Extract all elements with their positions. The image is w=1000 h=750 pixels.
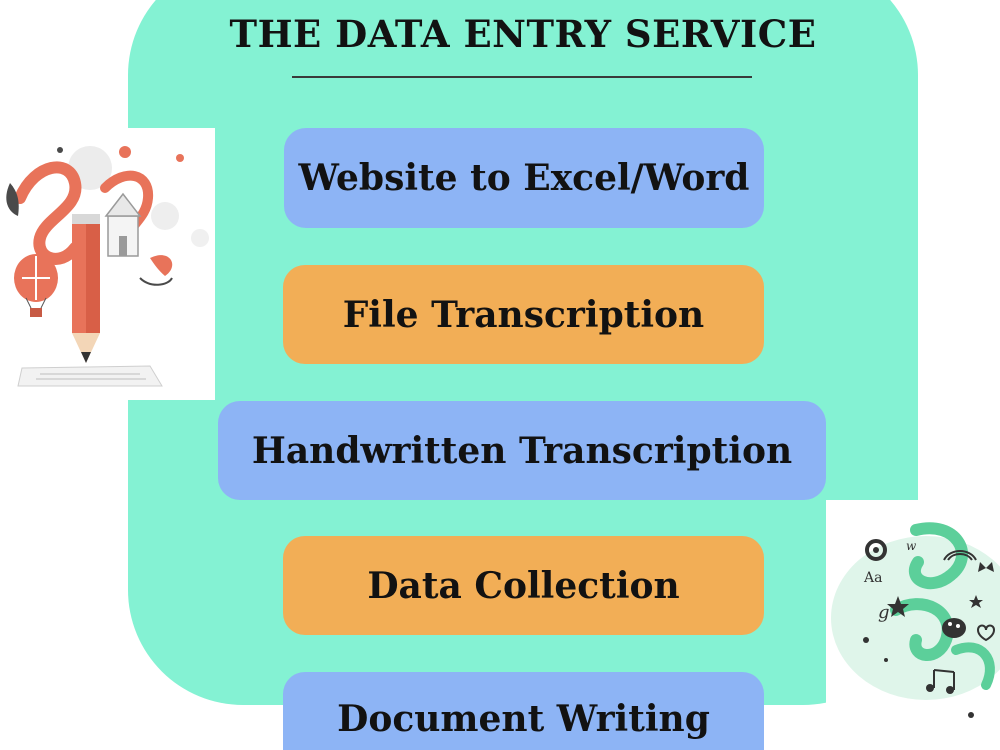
svg-text:w: w bbox=[906, 539, 917, 553]
svg-text:Aa: Aa bbox=[863, 570, 882, 586]
service-file-transcription[interactable]: File Transcription bbox=[283, 265, 764, 364]
service-data-collection[interactable]: Data Collection bbox=[283, 536, 764, 635]
writing-symbols-illustration: Aa w g bbox=[826, 500, 1000, 750]
service-label: Document Writing bbox=[337, 698, 710, 740]
service-label: Data Collection bbox=[367, 564, 680, 607]
title-divider bbox=[292, 76, 752, 78]
service-label: File Transcription bbox=[342, 293, 705, 336]
service-website-to-excel-word[interactable]: Website to Excel/Word bbox=[284, 128, 764, 228]
service-label: Website to Excel/Word bbox=[298, 157, 750, 199]
pencil-illustration-graphic bbox=[6, 146, 209, 387]
service-document-writing[interactable]: Document Writing bbox=[283, 672, 764, 750]
svg-text:g: g bbox=[878, 602, 890, 623]
service-label: Handwritten Transcription bbox=[251, 429, 793, 472]
pencil-creativity-illustration bbox=[0, 128, 215, 400]
symbols-illustration-graphic: Aa w g bbox=[831, 522, 1000, 718]
page-title: THE DATA ENTRY SERVICE bbox=[229, 12, 817, 56]
service-handwritten-transcription[interactable]: Handwritten Transcription bbox=[218, 401, 826, 500]
